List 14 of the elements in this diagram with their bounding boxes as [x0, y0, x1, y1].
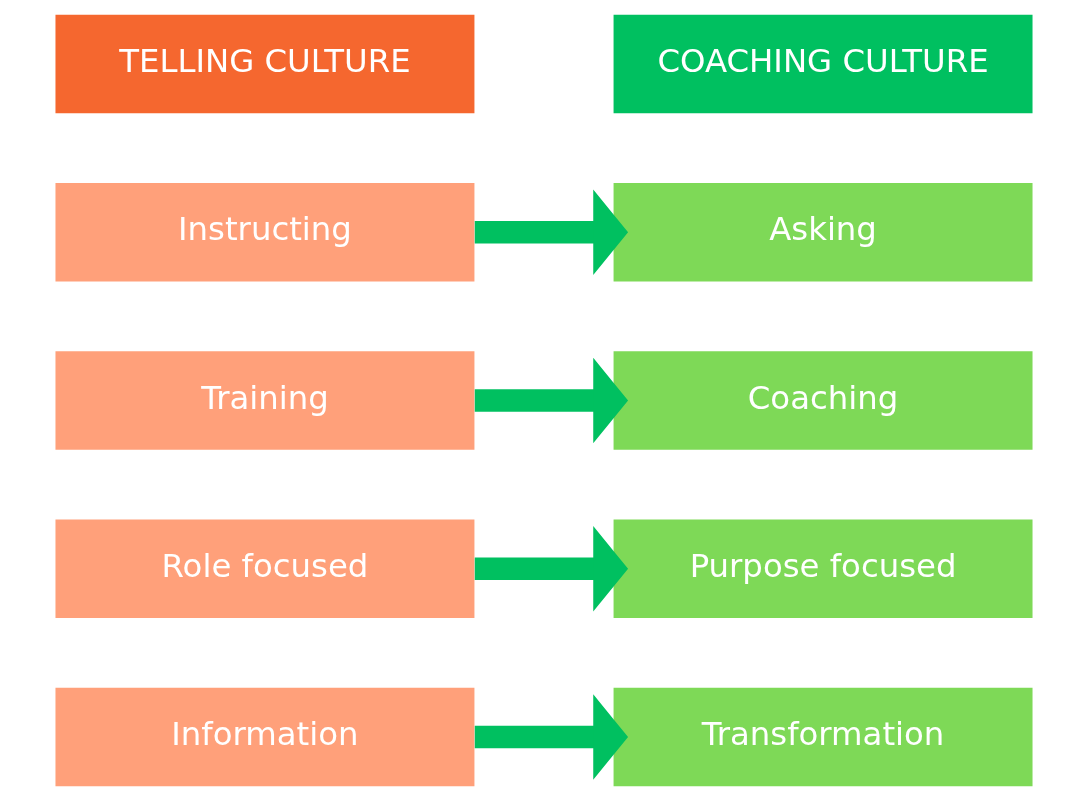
node-box: Asking [613, 182, 1033, 282]
node-box: Information [54, 687, 474, 787]
node-box: Training [54, 351, 474, 450]
arrow [474, 357, 628, 444]
arrow [474, 694, 628, 780]
node-box: COACHING CULTURE [613, 14, 1033, 114]
node-box: Purpose focused [613, 519, 1033, 619]
arrow [474, 526, 628, 612]
arrow [474, 189, 628, 275]
node-box: Instructing [54, 182, 474, 282]
node-box: Role focused [54, 519, 474, 619]
node-box: Coaching [613, 351, 1033, 450]
node-box: Transformation [613, 687, 1033, 787]
node-box: TELLING CULTURE [54, 14, 474, 114]
